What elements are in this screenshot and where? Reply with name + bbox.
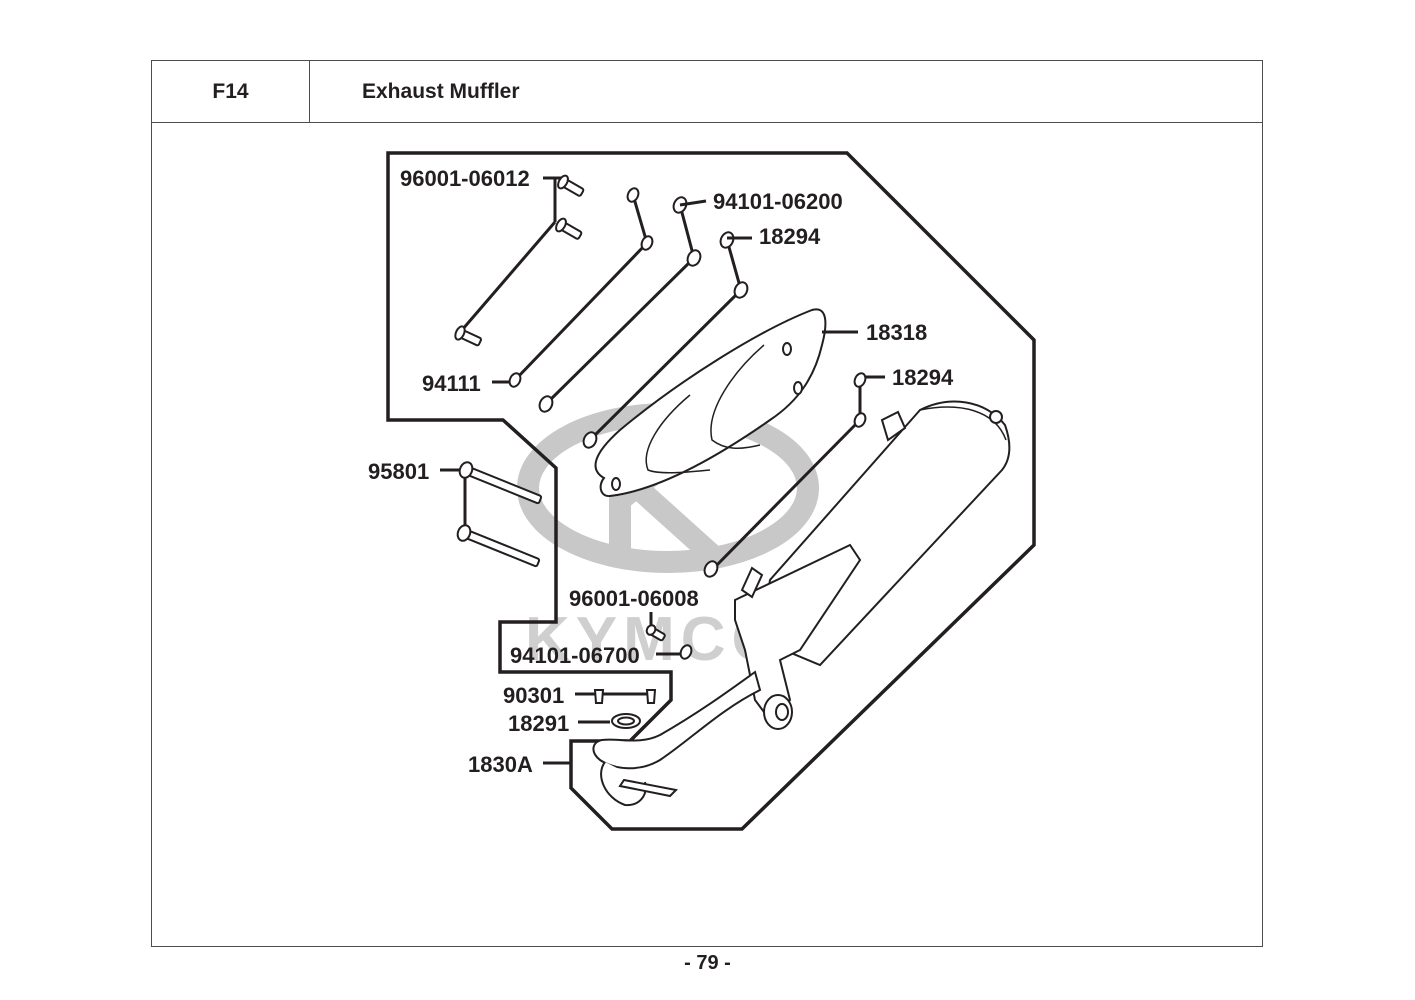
part-90301-clips[interactable] — [575, 689, 657, 704]
part-label[interactable]: 94101-06700 — [510, 643, 640, 668]
part-label[interactable]: 90301 — [503, 683, 564, 708]
section-code: F14 — [152, 61, 310, 122]
part-label[interactable]: 18318 — [866, 320, 927, 345]
part-1830A-muffler[interactable] — [543, 400, 1011, 807]
page-number: - 79 - — [684, 952, 731, 974]
part-label[interactable]: 1830A — [468, 752, 533, 777]
part-label[interactable]: 94111 — [422, 371, 481, 396]
part-94101-06700-washer[interactable] — [656, 644, 693, 661]
part-96001-06012[interactable] — [453, 174, 585, 349]
part-18318-heat-shield[interactable] — [594, 308, 858, 498]
washer-set-18294-right — [703, 372, 885, 578]
section-title: Exhaust Muffler — [362, 79, 520, 103]
part-label[interactable]: 18294 — [892, 365, 954, 390]
part-label[interactable]: 18291 — [508, 711, 569, 736]
washer-set-middle — [538, 196, 702, 413]
part-95801-bolts[interactable] — [440, 460, 543, 570]
assembly-outline — [386, 151, 1036, 831]
part-label[interactable]: 96001-06008 — [569, 586, 699, 611]
leader-94101-06200 — [679, 199, 707, 207]
part-label[interactable]: 95801 — [368, 459, 429, 484]
header-row: F14 Exhaust Muffler — [152, 61, 1262, 123]
washer-set-right — [582, 231, 749, 449]
part-18291-gasket[interactable] — [578, 713, 641, 729]
part-96001-06008-bolt[interactable] — [645, 612, 666, 642]
page-frame: F14 Exhaust Muffler — [151, 60, 1263, 947]
part-label[interactable]: 94101-06200 — [713, 189, 843, 214]
part-label[interactable]: 96001-06012 — [400, 166, 530, 191]
part-label[interactable]: 18294 — [759, 224, 821, 249]
washer-set-left — [508, 187, 654, 388]
